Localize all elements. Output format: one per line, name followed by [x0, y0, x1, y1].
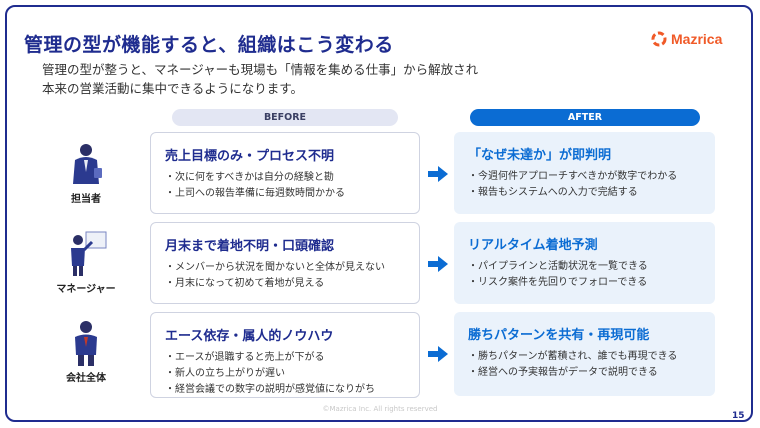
arrow-right-icon [428, 166, 448, 182]
manager-presenting-icon [71, 231, 107, 276]
copyright-footer: ©Mazrica Inc. All rights reserved [322, 405, 438, 413]
before-card-title: 売上目標のみ・プロセス不明 [165, 149, 335, 164]
list-item: ・リスク案件を先回りでフォローできる [468, 277, 648, 288]
executive-icon [75, 321, 97, 366]
list-item: ・上司への報告準備に毎週数時間かかる [165, 188, 345, 199]
after-card-title: 「なぜ未達か」が即判明 [468, 148, 612, 163]
role-manager: マネージャー [56, 228, 116, 295]
arrow-right-icon [428, 346, 448, 362]
slide-title: 管理の型が機能すると、組織はこう変わる [24, 34, 394, 56]
after-card-title: 勝ちパターンを共有・再現可能 [468, 328, 650, 343]
role-label: 担当者 [71, 194, 101, 205]
page-number: 15 [732, 411, 745, 421]
list-item: ・経営会議での数字の説明が感覚値になりがち [165, 384, 375, 395]
after-column-header: AFTER [470, 109, 700, 126]
salesperson-icon [73, 144, 102, 184]
slide-subtitle: 管理の型が整うと、マネージャーも現場も「情報を集める仕事」から解放され 本来の営… [42, 60, 478, 98]
arrow-right-icon [428, 256, 448, 272]
before-card: 売上目標のみ・プロセス不明 ・次に何をすべきかは自分の経験と勘 ・上司への報告準… [150, 132, 420, 214]
list-item: ・パイプラインと活動状況を一覧できる [468, 261, 648, 272]
list-item: ・勝ちパターンが蓄積され、誰でも再現できる [468, 351, 678, 362]
after-card: 勝ちパターンを共有・再現可能 ・勝ちパターンが蓄積され、誰でも再現できる ・経営… [454, 312, 715, 396]
role-label: マネージャー [56, 284, 116, 295]
before-card: エース依存・属人的ノウハウ ・エースが退職すると売上が下がる ・新人の立ち上がり… [150, 312, 420, 398]
list-item: ・新人の立ち上がりが遅い [165, 368, 285, 379]
list-item: ・エースが退職すると売上が下がる [165, 352, 325, 363]
mazrica-logo: Mazrica [651, 31, 722, 47]
after-card: リアルタイム着地予測 ・パイプラインと活動状況を一覧できる ・リスク案件を先回り… [454, 222, 715, 304]
after-card-title: リアルタイム着地予測 [468, 238, 598, 253]
list-item: ・今週何件アプローチすべきかが数字でわかる [468, 171, 678, 182]
role-label: 会社全体 [66, 373, 106, 384]
role-salesperson: 担当者 [56, 142, 116, 205]
list-item: ・メンバーから状況を聞かないと全体が見えない [165, 262, 385, 273]
subtitle-line-2: 本来の営業活動に集中できるようになります。 [42, 81, 304, 96]
before-card: 月末まで着地不明・口頭確認 ・メンバーから状況を聞かないと全体が見えない ・月末… [150, 222, 420, 304]
logo-text: Mazrica [671, 31, 723, 47]
list-item: ・次に何をすべきかは自分の経験と勘 [165, 172, 334, 183]
after-card: 「なぜ未達か」が即判明 ・今週何件アプローチすべきかが数字でわかる ・報告もシス… [454, 132, 715, 214]
before-column-header: BEFORE [172, 109, 398, 126]
list-item: ・月末になって初めて着地が見える [165, 278, 325, 289]
role-company: 会社全体 [56, 319, 116, 384]
list-item: ・報告もシステムへの入力で完結する [468, 187, 638, 198]
before-card-title: 月末まで着地不明・口頭確認 [165, 239, 335, 254]
mazrica-logo-icon [651, 31, 667, 47]
before-card-title: エース依存・属人的ノウハウ [165, 329, 334, 344]
subtitle-line-1: 管理の型が整うと、マネージャーも現場も「情報を集める仕事」から解放され [42, 62, 479, 77]
list-item: ・経営への予実報告がデータで説明できる [468, 367, 658, 378]
